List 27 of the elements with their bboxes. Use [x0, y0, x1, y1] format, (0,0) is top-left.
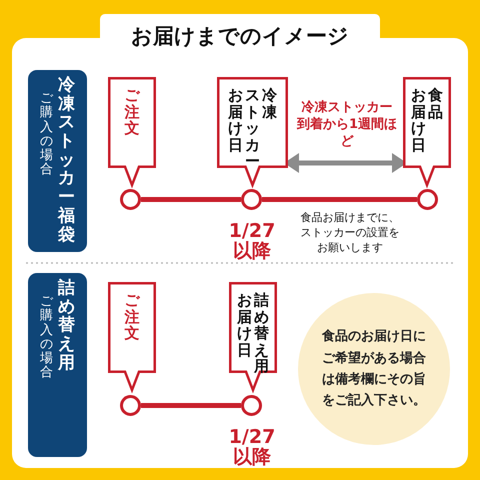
category-tab — [28, 273, 87, 457]
callout-text: お届け日 — [237, 292, 252, 360]
timeline-circle — [241, 189, 262, 210]
callout-text: ご注文 — [124, 292, 140, 342]
date-label: 1/27 以降 — [228, 222, 276, 262]
callout-text: ご注文 — [124, 87, 140, 136]
callout-text: お届け日 — [411, 87, 426, 153]
tab-heading: 詰め替え用 — [58, 279, 75, 372]
tab-subheading: ご購入の場合 — [40, 92, 53, 178]
callout-text: お届け日 — [228, 87, 243, 156]
timeline-line — [141, 403, 241, 408]
timeline-circle — [241, 395, 262, 416]
timeline-line — [141, 197, 241, 202]
callout-text: 詰め替え用 — [254, 292, 269, 374]
callout-text: ストッカー — [245, 87, 260, 170]
timeline-circle — [120, 395, 141, 416]
callout-text: 食品 — [428, 87, 443, 122]
note-text: 食品お届けまでに、ストッカーの設置をお願いします — [300, 211, 400, 256]
timeline-circle — [417, 189, 438, 210]
timeline-circle — [120, 189, 141, 210]
date-label: 1/27 以降 — [228, 428, 276, 468]
note-text: 食品のお届け日にご希望がある場合は備考欄にその旨をご記入下さい。 — [321, 328, 427, 410]
category-tab — [28, 70, 87, 252]
tab-subheading: ご購入の場合 — [40, 295, 53, 381]
callout-text: 冷凍 — [262, 87, 277, 122]
timeline-line — [262, 197, 417, 202]
tab-heading: 冷凍ストッカー福袋 — [58, 76, 75, 244]
